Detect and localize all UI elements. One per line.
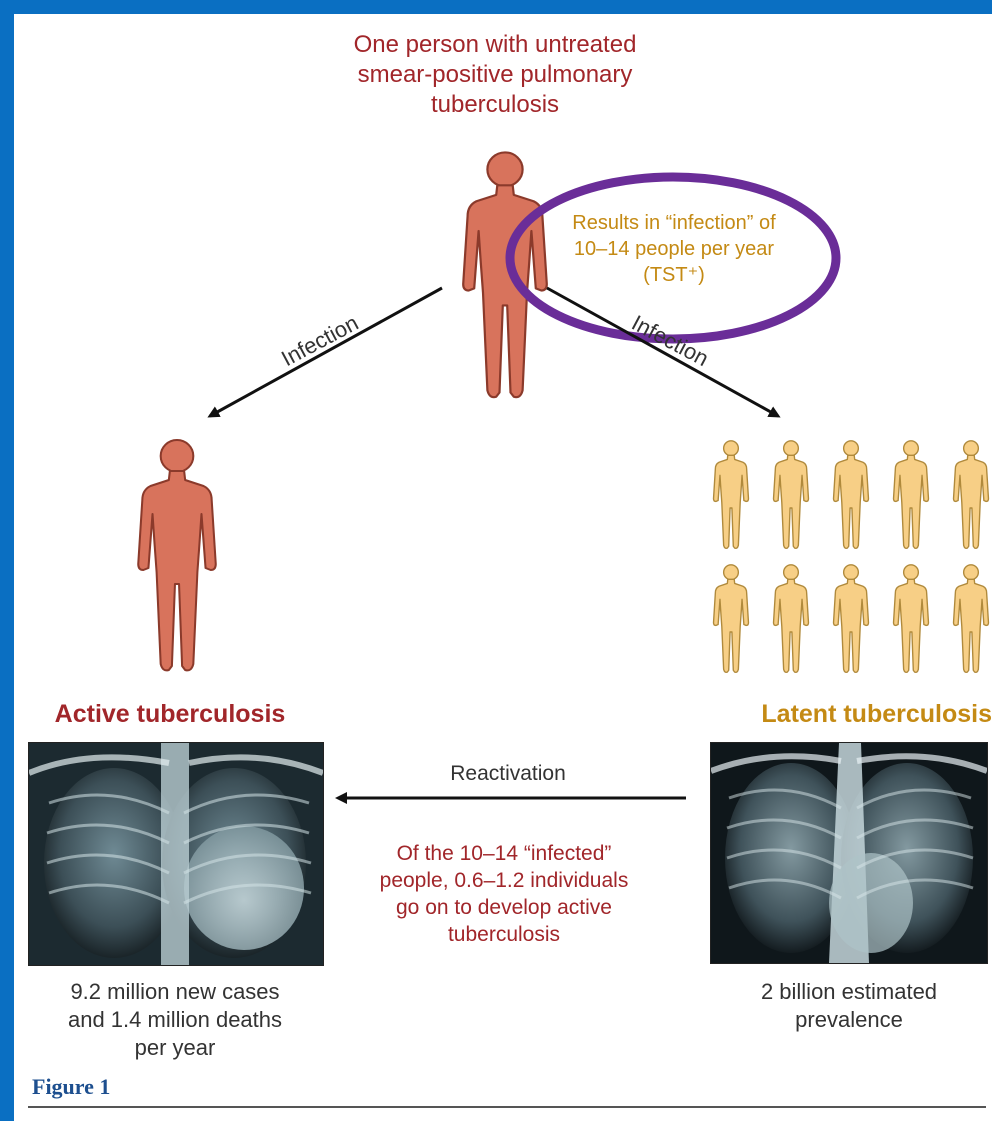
active-title: Active tuberculosis [20, 700, 320, 729]
latent-person-icon [948, 438, 992, 555]
latent-person-icon [888, 562, 934, 679]
latent-stats-line-1: 2 billion estimated [704, 978, 992, 1006]
caption-rule [28, 1106, 986, 1108]
latent-person-icon [768, 562, 814, 679]
latent-person-icon [768, 438, 814, 555]
active-stats-line-1: 9.2 million new cases [20, 978, 330, 1006]
latent-stats-line-2: prevalence [704, 1006, 992, 1034]
latent-person-icon [828, 562, 874, 679]
active-xray-image [28, 742, 324, 966]
latent-stats: 2 billion estimated prevalence [704, 978, 992, 1034]
latent-person-icon [708, 438, 754, 555]
active-stats-line-3: per year [20, 1034, 330, 1062]
latent-xray-image [710, 742, 988, 964]
latent-person-icon [828, 438, 874, 555]
latent-people-grid [694, 438, 992, 688]
active-stats: 9.2 million new cases and 1.4 million de… [20, 978, 330, 1062]
reactivation-note-line-2: people, 0.6–1.2 individuals [334, 867, 674, 894]
reactivation-note-line-1: Of the 10–14 “infected” [334, 840, 674, 867]
reactivation-note: Of the 10–14 “infected” people, 0.6–1.2 … [334, 840, 674, 948]
reactivation-note-line-4: tuberculosis [334, 921, 674, 948]
diagram-canvas: One person with untreated smear-positive… [14, 14, 992, 1121]
latent-person-icon [888, 438, 934, 555]
active-stats-line-2: and 1.4 million deaths [20, 1006, 330, 1034]
reactivation-note-line-3: go on to develop active [334, 894, 674, 921]
active-person-icon [126, 434, 228, 674]
latent-title: Latent tuberculosis [704, 700, 992, 729]
reactivation-label: Reactivation [398, 762, 618, 786]
latent-person-icon [708, 562, 754, 679]
figure-caption: Figure 1 [32, 1074, 110, 1100]
latent-person-icon [948, 562, 992, 679]
